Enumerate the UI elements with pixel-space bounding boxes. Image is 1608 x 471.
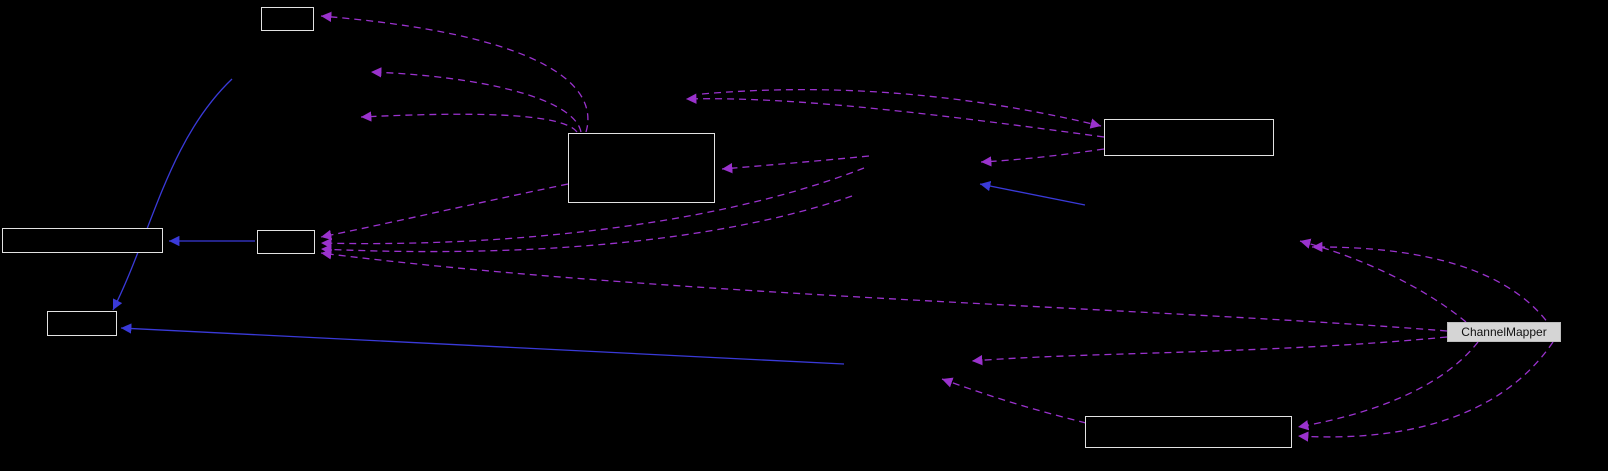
edge-inherit-3 xyxy=(120,323,845,365)
edge-usage-17 xyxy=(971,336,1448,366)
edge-usage-3 xyxy=(360,111,578,133)
edge-inherit-1 xyxy=(112,78,233,311)
edge-usage-8 xyxy=(320,183,569,241)
graph-node-bottom[interactable] xyxy=(1085,416,1292,448)
edge-usage-10 xyxy=(320,195,853,255)
edge-usage-1 xyxy=(320,11,589,133)
edge-usage-16 xyxy=(941,377,1087,424)
graph-node-lower-left[interactable] xyxy=(47,311,117,336)
graph-node-center[interactable] xyxy=(568,133,715,203)
edge-usage-7 xyxy=(721,155,870,174)
edge-usage-11 xyxy=(320,249,1448,332)
edge-usage-2 xyxy=(370,67,582,133)
edge-usage-15 xyxy=(1297,341,1554,442)
edge-usage-14 xyxy=(1297,341,1479,431)
edge-usage-12 xyxy=(1299,238,1467,323)
edge-usage-4 xyxy=(685,93,1105,138)
graph-node-right-upper[interactable] xyxy=(1104,119,1274,156)
edge-usage-6 xyxy=(701,89,1102,129)
edge-usage-13 xyxy=(1311,241,1554,331)
graph-node-left-wide[interactable] xyxy=(2,228,163,253)
graph-node-top-left[interactable] xyxy=(261,7,314,31)
graph-node-left-small[interactable] xyxy=(257,230,315,254)
edge-usage-9 xyxy=(320,167,865,249)
edge-usage-5 xyxy=(980,148,1105,167)
edge-inherit-4 xyxy=(979,180,1086,206)
graph-node-channel-mapper[interactable]: ChannelMapper xyxy=(1447,322,1561,342)
